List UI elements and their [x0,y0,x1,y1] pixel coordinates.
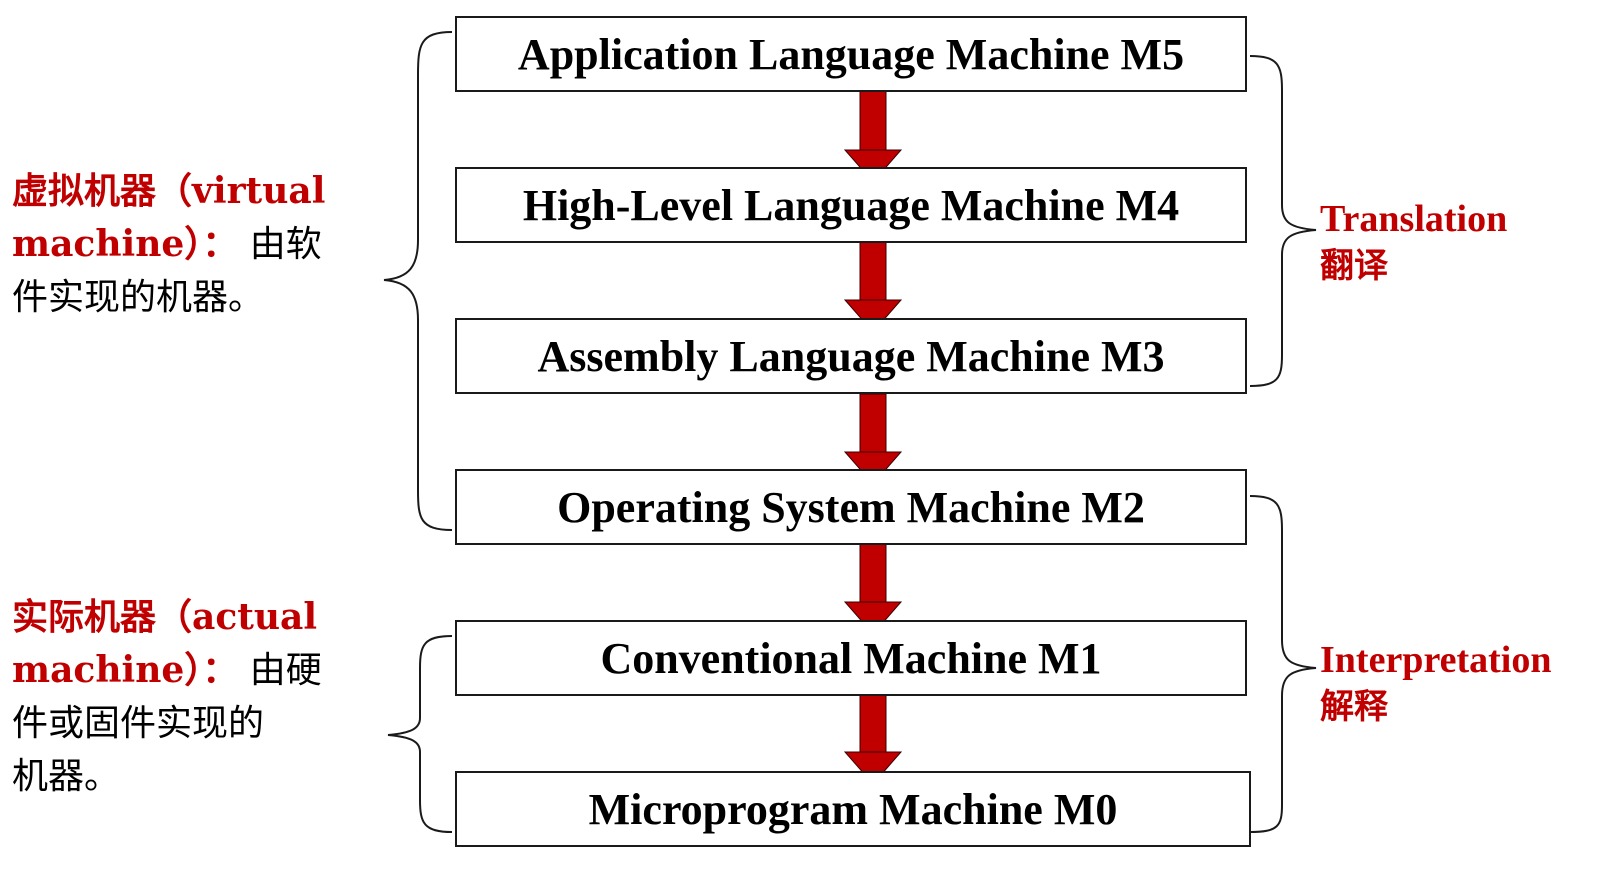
virtual-machine-note: 虚拟机器（virtual machine）： 由软 件实现的机器。 [12,165,325,324]
arrow-m4-m3 [843,241,903,333]
actual-machine-note: 实际机器（actual machine）： 由硬 件或固件实现的 机器。 [12,591,322,803]
level-box-m1: Conventional Machine M1 [455,620,1247,696]
level-box-m0: Microprogram Machine M0 [455,771,1251,847]
actual-machine-desc-2: 件或固件实现的 [12,703,265,744]
arrow-m5-m4 [843,89,903,183]
arrow-m1-m0 [843,693,903,785]
arrow-m3-m2 [843,393,903,485]
actual-machine-desc-3: 机器。 [12,756,121,797]
actual-machine-title: 实际机器（actual [12,596,318,638]
actual-machine-brace [387,635,453,833]
actual-machine-title-cont: machine）： [12,649,239,691]
level-box-m3: Assembly Language Machine M3 [455,318,1247,394]
virtual-machine-title-cont: machine）： [12,223,239,265]
actual-machine-desc-1: 由硬 [249,650,322,691]
interpretation-brace [1249,495,1317,833]
virtual-machine-title: 虚拟机器（virtual [12,170,326,212]
translation-en: Translation [1320,198,1508,240]
translation-cn: 翻译 [1320,246,1388,286]
virtual-machine-brace [383,31,453,531]
virtual-machine-desc-2: 件实现的机器。 [12,277,265,318]
level-box-m2: Operating System Machine M2 [455,469,1247,545]
arrow-m2-m1 [843,543,903,635]
interpretation-en: Interpretation [1320,639,1552,681]
level-box-m4: High-Level Language Machine M4 [455,167,1247,243]
interpretation-label: Interpretation 解释 [1320,637,1552,731]
virtual-machine-desc-1: 由软 [249,224,322,265]
level-box-m5: Application Language Machine M5 [455,16,1247,92]
translation-brace [1249,55,1317,387]
translation-label: Translation 翻译 [1320,196,1507,290]
interpretation-cn: 解释 [1320,687,1388,727]
